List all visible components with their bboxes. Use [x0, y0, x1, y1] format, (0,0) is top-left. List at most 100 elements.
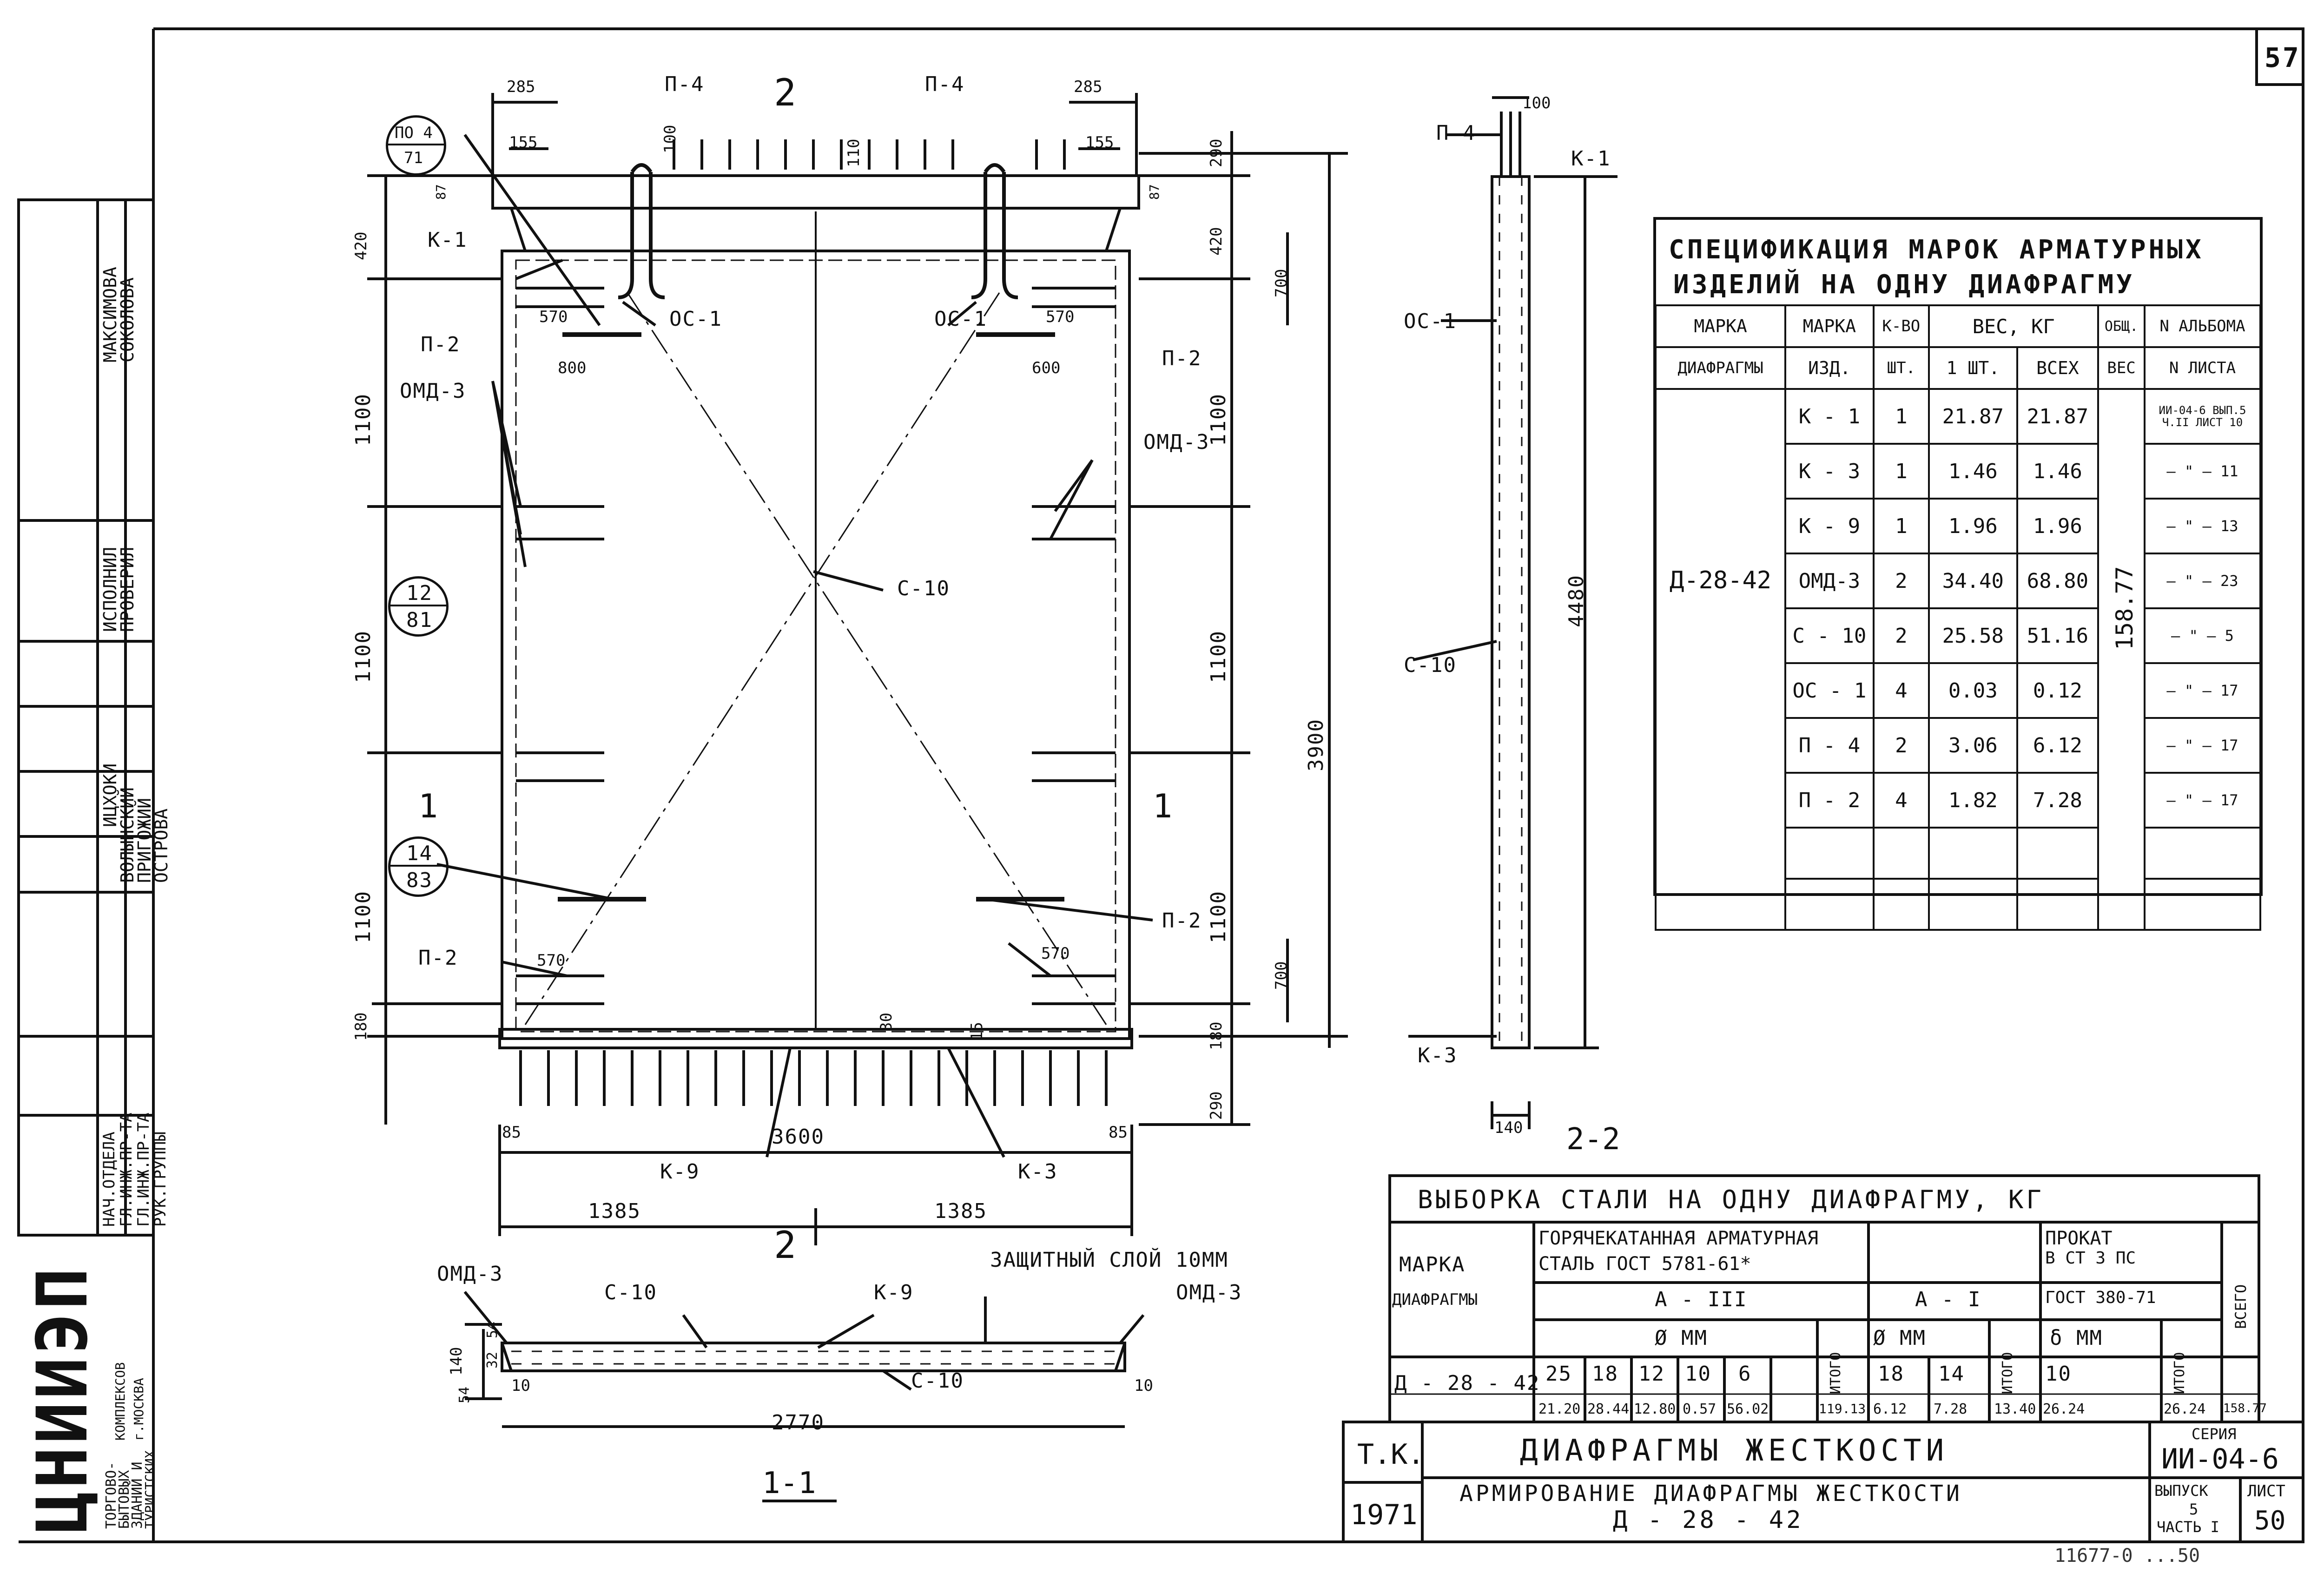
dim-30: 30 [877, 1013, 896, 1032]
dim-54-top: 54 [484, 1321, 501, 1338]
callout-3-bottom: 83 [406, 869, 433, 892]
steel-diameter: 12 [1638, 1362, 1665, 1386]
dim-700-bottom: 700 [1272, 961, 1291, 990]
steel-value: 21.20 [1538, 1401, 1581, 1417]
dim-800: 800 [558, 359, 587, 377]
spec-diaphragm-mark: Д-28-42 [1654, 388, 1787, 931]
institute-logo: ЦНИИЭП [22, 1265, 103, 1533]
protective-layer-note: ЗАЩИТНЫЙ СЛОЙ 10ММ [990, 1248, 1228, 1272]
spec-row-album: — " — 17 [2143, 662, 2262, 719]
tb-issue: 5 [2189, 1500, 2199, 1518]
steel-diameter: 18 [1878, 1362, 1904, 1386]
steel-thickness-value: 10 [2045, 1362, 2072, 1386]
steel-diameter: 6 [1738, 1362, 1752, 1386]
dim-180-left: 180 [352, 1012, 370, 1041]
dim-570-top-right: 570 [1046, 308, 1075, 326]
label-p4-left: П-4 [665, 72, 705, 96]
spec-title-2: ИЗДЕЛИЙ НА ОДНУ ДИАФРАГМУ [1673, 270, 2135, 300]
spec-title-1: СПЕЦИФИКАЦИЯ МАРОК АРМАТУРНЫХ [1669, 235, 2204, 265]
label-os1-section: ОС-1 [1404, 309, 1457, 333]
spec-total-weight-cell: 158.77 [2097, 388, 2146, 931]
dim-290-top: 290 [1207, 138, 1226, 167]
staff-role-6: ПРОВЕРИЛ [117, 546, 138, 632]
tb-tk: Т.К. [1357, 1438, 1425, 1471]
spec-h-total1: ОБЩ. [2097, 304, 2146, 348]
spec-row-all: 7.28 [2016, 772, 2100, 829]
dim-700-top: 700 [1272, 269, 1291, 297]
spec-row-one: 3.06 [1928, 717, 2018, 774]
label-os1-right: ОС-1 [934, 307, 987, 331]
spec-row-mark: П - 4 [1784, 717, 1875, 774]
spec-row-mark: С - 10 [1784, 607, 1875, 664]
steel-rolled-2: В СТ 3 ПС [2045, 1249, 2136, 1268]
spec-h-mark2: ДИАФРАГМЫ [1654, 346, 1787, 390]
steel-itogo-a1: ИТОГО [2000, 1352, 2016, 1394]
label-p2-top-right: П-2 [1162, 347, 1202, 370]
spec-h-album2: N ЛИСТА [2143, 346, 2262, 390]
spec-row-one: 25.58 [1928, 607, 2018, 664]
tb-series: ИИ-04-6 [2161, 1443, 2279, 1475]
spec-row-album: ИИ-04-6 ВЫП.5 Ч.II ЛИСТ 10 [2143, 388, 2262, 445]
callout-1-top: ПО 4 [395, 124, 433, 142]
spec-row-album: — " — 17 [2143, 717, 2262, 774]
section-title-2-2: 2-2 [1566, 1122, 1620, 1157]
steel-class-a3: А - III [1655, 1288, 1748, 1311]
spec-row-all: 51.16 [2016, 607, 2100, 664]
label-omd3-section-right: ОМД-3 [1176, 1281, 1242, 1304]
dim-420-right: 420 [1207, 227, 1226, 256]
steel-thickness: δ ММ [2050, 1326, 2103, 1350]
dim-10-right: 10 [1134, 1376, 1153, 1395]
spec-row-qty: 1 [1872, 498, 1930, 554]
steel-diameter: 14 [1938, 1362, 1965, 1386]
steel-value: 12.80 [1634, 1401, 1676, 1417]
section-mark-top: 2 [774, 71, 797, 114]
spec-row-qty: 2 [1872, 553, 1930, 609]
steel-value: 0.57 [1683, 1401, 1717, 1417]
spec-row-all: 1.46 [2016, 443, 2100, 500]
spec-h-one: 1 ШТ. [1928, 346, 2018, 390]
tb-series-label: СЕРИЯ [2192, 1425, 2237, 1443]
dim-1100-left-2: 1100 [351, 630, 375, 683]
spec-h-weight: ВЕС, КГ [1928, 304, 2100, 348]
dim-570-bottom-left: 570 [537, 951, 566, 970]
dim-85-right: 85 [1109, 1123, 1128, 1142]
steel-diam-a1: Ø ММ [1873, 1326, 1926, 1350]
dim-600: 600 [1032, 359, 1061, 377]
callout-2-top: 12 [406, 581, 433, 605]
steel-h-mark2: ДИАФРАГМЫ [1392, 1290, 1478, 1309]
steel-h-mark1: МАРКА [1399, 1253, 1466, 1277]
spec-row-qty: 4 [1872, 662, 1930, 719]
label-p2-bottom-left: П-2 [418, 946, 458, 970]
steel-diameter: 18 [1592, 1362, 1618, 1386]
label-p2-bottom-right: П-2 [1162, 909, 1202, 933]
spec-row-qty: 2 [1872, 717, 1930, 774]
spec-row-qty: 1 [1872, 443, 1930, 500]
dim-285-left: 285 [507, 78, 535, 96]
spec-h-qty1: К-ВО [1872, 304, 1930, 348]
steel-value: 28.44 [1587, 1401, 1630, 1417]
dim-1100-left-3: 1100 [351, 890, 375, 943]
steel-total-a3: 119.13 [1819, 1401, 1866, 1416]
callout-2-bottom: 81 [406, 608, 433, 632]
callout-3-top: 14 [406, 842, 433, 865]
callout-1-bottom: 71 [404, 149, 423, 167]
label-c10-section-bottom: С-10 [911, 1369, 964, 1393]
callout-detail-3: 14 83 [388, 836, 449, 897]
spec-table: МАРКА МАРКА К-ВО ВЕС, КГ ОБЩ. N АЛЬБОМА … [1654, 304, 2262, 931]
staff-role-1: НАЧ.ОТДЕЛА [100, 1132, 119, 1227]
spec-row-mark: К - 9 [1784, 498, 1875, 554]
label-c10-section: С-10 [1404, 653, 1457, 677]
staff-name-5: МАКСИМОВА [100, 267, 120, 362]
label-p4-right: П-4 [925, 72, 965, 96]
dim-1385-right: 1385 [934, 1199, 987, 1223]
dim-1100-right-2: 1100 [1207, 630, 1230, 683]
spec-h-item2: ИЗД. [1784, 346, 1875, 390]
spec-row-album: — " — 23 [2143, 553, 2262, 609]
label-c10: С-10 [897, 577, 950, 600]
dim-54-bottom: 54 [456, 1386, 473, 1403]
steel-value: 26.24 [2043, 1401, 2085, 1417]
steel-value: 56.02 [1727, 1401, 1769, 1417]
staff-role-3: ГЛ.ИНЖ.ПР-ТА [134, 1112, 153, 1227]
spec-total-weight: 158.77 [2111, 566, 2139, 650]
